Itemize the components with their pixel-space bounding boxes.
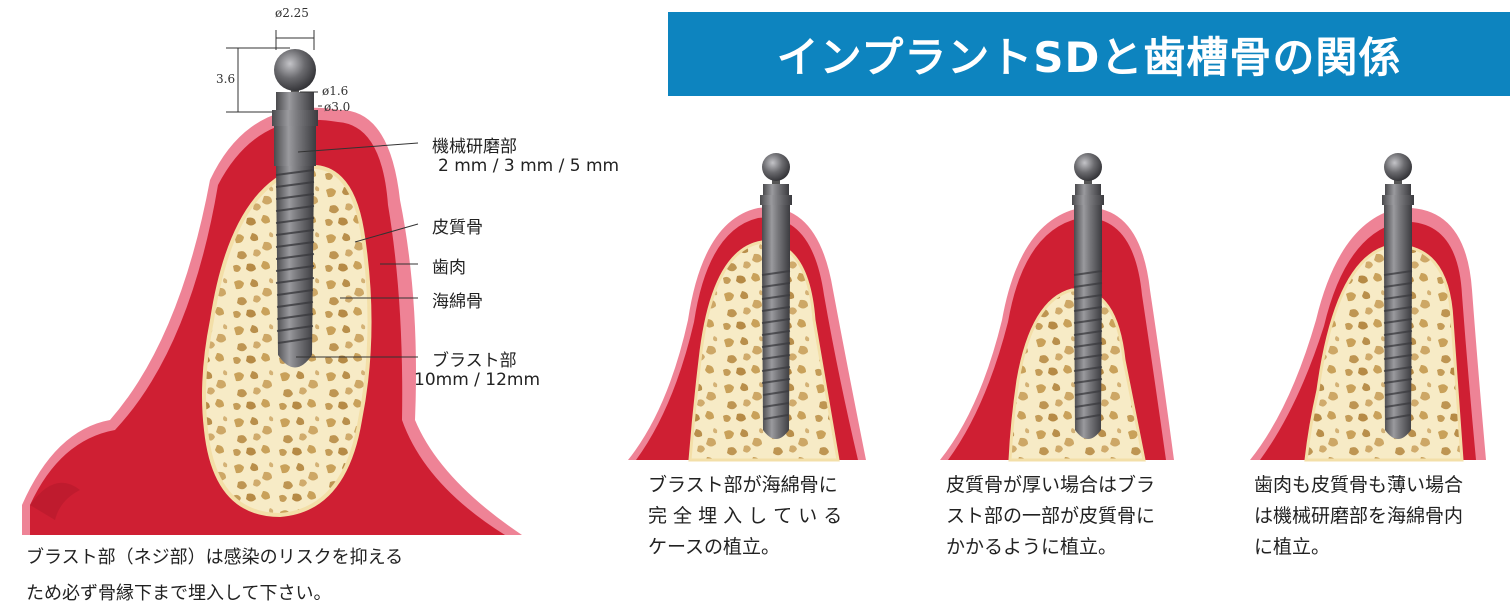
case2-caption-line3: かかるように植立。 — [946, 532, 1155, 563]
case3-caption: 歯肉も皮質骨も薄い場合 は機械研磨部を海綿骨内 に植立。 — [1254, 470, 1463, 563]
case1-diagram — [628, 150, 888, 470]
title-banner: インプラントSDと歯槽骨の関係 — [668, 12, 1510, 96]
case2-caption: 皮質骨が厚い場合はブラ スト部の一部が皮質骨に かかるように植立。 — [946, 470, 1155, 563]
label-cancellous: 海綿骨 — [432, 287, 483, 312]
bottom-note: ブラスト部（ネジ部）は感染のリスクを抑える ため必ず骨縁下まで埋入して下さい。 — [26, 540, 403, 612]
bottom-note-line1: ブラスト部（ネジ部）は感染のリスクを抑える — [26, 540, 403, 576]
case2-diagram — [940, 150, 1200, 470]
case3-diagram — [1250, 150, 1510, 470]
label-cortical: 皮質骨 — [432, 213, 483, 238]
main-implant-diagram — [0, 0, 640, 614]
dim-collar: ø3.0 — [324, 100, 350, 114]
label-machined: 機械研磨部 — [432, 132, 517, 157]
case3-caption-line2: は機械研磨部を海綿骨内 — [1254, 501, 1463, 532]
label-machined-sizes: 2 mm / 3 mm / 5 mm — [438, 156, 619, 176]
bottom-note-line2: ため必ず骨縁下まで埋入して下さい。 — [26, 576, 403, 612]
label-blast: ブラスト部 — [432, 346, 517, 371]
label-gum: 歯肉 — [432, 253, 466, 278]
case3-caption-line1: 歯肉も皮質骨も薄い場合 — [1254, 470, 1463, 501]
page-title: インプラントSDと歯槽骨の関係 — [777, 24, 1402, 85]
case2-caption-line1: 皮質骨が厚い場合はブラ — [946, 470, 1155, 501]
case3-caption-line3: に植立。 — [1254, 532, 1463, 563]
dim-neck: ø1.6 — [322, 84, 348, 98]
dim-top-width: ø2.25 — [275, 6, 309, 20]
dim-height: 3.6 — [216, 72, 235, 86]
case1-caption-line1: ブラスト部が海綿骨に — [648, 470, 842, 501]
label-blast-sizes: 10mm / 12mm — [414, 370, 540, 390]
case2-caption-line2: スト部の一部が皮質骨に — [946, 501, 1155, 532]
case1-caption-line3: ケースの植立。 — [648, 532, 842, 563]
main-implant — [272, 49, 318, 368]
case1-caption: ブラスト部が海綿骨に 完 全 埋 入 し て い る ケースの植立。 — [648, 470, 842, 563]
case1-caption-line2: 完 全 埋 入 し て い る — [648, 501, 842, 532]
